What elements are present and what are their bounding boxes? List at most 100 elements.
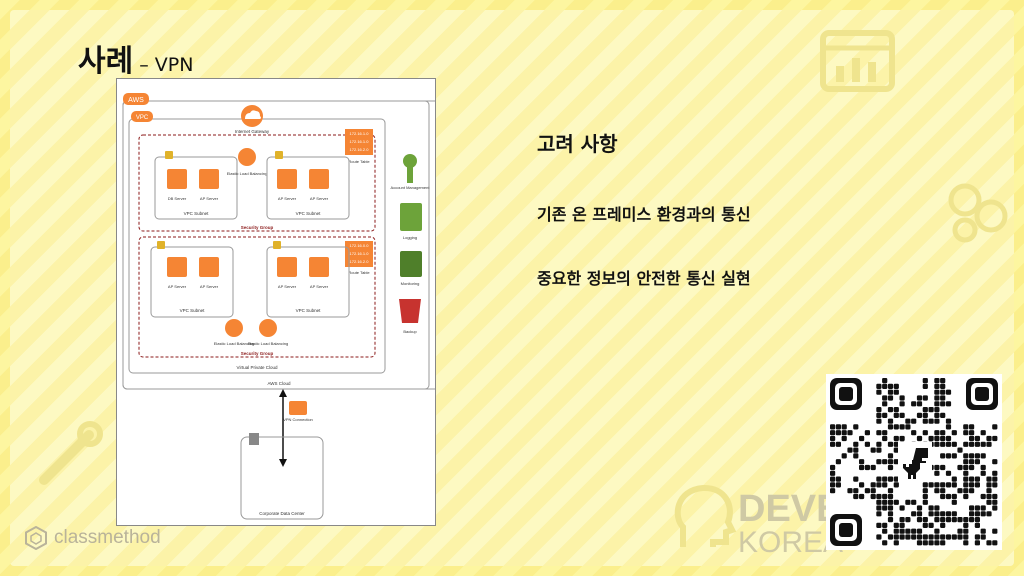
- qr-module: [876, 511, 882, 517]
- qr-finder-pattern: [966, 378, 998, 410]
- qr-module: [992, 505, 998, 511]
- qr-module: [951, 476, 957, 482]
- qr-module: [876, 476, 882, 482]
- qr-module: [887, 493, 894, 500]
- qr-module: [830, 482, 836, 488]
- qr-module: [876, 383, 882, 389]
- qr-module: [853, 476, 859, 482]
- qr-module: [928, 435, 934, 442]
- qr-module: [893, 528, 899, 534]
- qr-module: [928, 534, 934, 540]
- qr-module: [922, 430, 928, 436]
- qr-module: [899, 528, 905, 534]
- qr-module: [945, 511, 952, 517]
- svg-text:Security Group: Security Group: [241, 351, 274, 356]
- qr-module: [945, 424, 952, 430]
- qr-module: [992, 476, 998, 482]
- qr-module: [992, 499, 998, 505]
- svg-text:Virtual Private Cloud: Virtual Private Cloud: [237, 365, 278, 370]
- ap-server-icon: [309, 257, 329, 277]
- qr-module: [963, 540, 969, 546]
- svg-text:Route Table: Route Table: [348, 270, 370, 275]
- ap-server-icon: [277, 257, 297, 277]
- qr-module: [899, 424, 905, 430]
- qr-module: [887, 476, 894, 482]
- qr-module: [847, 430, 853, 436]
- svg-text:Monitoring: Monitoring: [401, 281, 420, 286]
- qr-module: [934, 395, 940, 401]
- qr-module: [922, 534, 928, 540]
- qr-module: [945, 517, 952, 523]
- qr-module: [940, 412, 946, 418]
- qr-module: [893, 540, 899, 546]
- qr-module: [922, 540, 928, 546]
- qr-module: [980, 464, 986, 471]
- qr-module: [876, 482, 882, 488]
- ap-server-icon: [167, 257, 187, 277]
- qr-module: [876, 389, 882, 395]
- qr-module: [853, 447, 859, 453]
- qr-module: [974, 505, 980, 511]
- svg-text:Elastic Load Balancing: Elastic Load Balancing: [227, 171, 267, 176]
- qr-module: [934, 464, 940, 471]
- svg-text:172.16.1.0: 172.16.1.0: [350, 139, 370, 144]
- ap-server-icon: [199, 169, 219, 189]
- qr-module: [882, 522, 888, 528]
- backup-bucket-icon: [399, 299, 421, 323]
- qr-module: [876, 534, 882, 540]
- qr-module: [974, 522, 980, 528]
- qr-module: [963, 517, 969, 523]
- qr-module: [830, 470, 836, 476]
- qr-code[interactable]: [826, 374, 1002, 550]
- qr-module: [916, 435, 923, 442]
- svg-text:DB Server: DB Server: [168, 196, 187, 201]
- svg-text:Internet Gateway: Internet Gateway: [235, 129, 270, 134]
- qr-module: [980, 528, 986, 534]
- qr-module: [887, 389, 894, 395]
- qr-module: [887, 534, 894, 540]
- qr-module: [974, 453, 980, 459]
- qr-module: [992, 540, 998, 546]
- svg-text:Backup: Backup: [403, 329, 417, 334]
- qr-module: [934, 430, 940, 436]
- qr-module: [841, 435, 847, 442]
- qr-module: [853, 441, 859, 447]
- qr-module: [928, 511, 934, 517]
- qr-module: [882, 395, 888, 401]
- qr-module: [841, 424, 847, 430]
- qr-module: [940, 522, 946, 528]
- route-table-bottom: [345, 241, 373, 267]
- qr-module: [940, 430, 946, 436]
- qr-module: [934, 441, 940, 447]
- qr-module: [992, 528, 998, 534]
- arrow-down-icon: [279, 459, 287, 467]
- qr-module: [969, 424, 975, 430]
- qr-module: [847, 488, 853, 494]
- qr-module: [945, 534, 952, 540]
- qr-module: [835, 482, 841, 488]
- qr-module: [928, 522, 934, 528]
- qr-module: [980, 493, 986, 500]
- qr-module: [963, 482, 969, 488]
- svg-text:172.16.2.0: 172.16.2.0: [350, 147, 370, 152]
- qr-module: [963, 534, 969, 540]
- qr-module: [969, 488, 975, 494]
- qr-module: [899, 522, 905, 528]
- qr-module: [992, 424, 998, 430]
- svg-text:AP Server: AP Server: [310, 196, 329, 201]
- qr-module: [963, 522, 969, 528]
- qr-module: [934, 401, 940, 407]
- qr-module: [853, 453, 859, 459]
- hexagon-logo-icon: [25, 526, 47, 550]
- qr-module: [922, 482, 928, 488]
- qr-module: [969, 482, 975, 488]
- qr-module: [905, 418, 911, 424]
- qr-module: [974, 511, 980, 517]
- svg-text:AWS Cloud: AWS Cloud: [267, 381, 291, 386]
- qr-module: [859, 435, 865, 442]
- qr-module: [911, 401, 917, 407]
- qr-module: [969, 435, 975, 442]
- qr-module: [882, 383, 888, 389]
- qr-module: [957, 528, 963, 534]
- qr-module: [893, 482, 899, 488]
